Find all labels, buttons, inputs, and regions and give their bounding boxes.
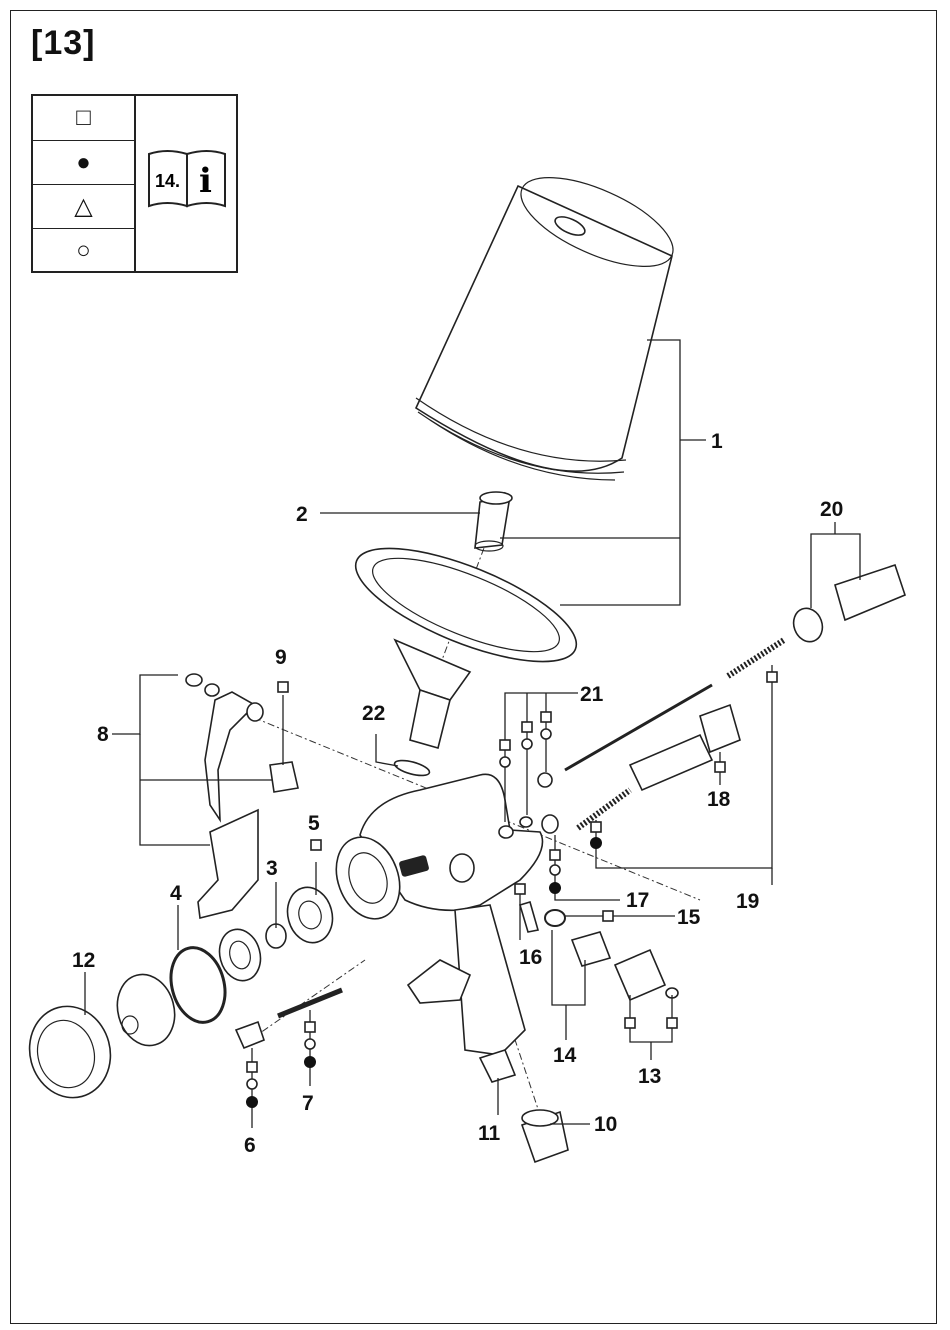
square-outline-icon (540, 711, 552, 723)
air-piston-rod (277, 987, 343, 1019)
seal-ring (393, 759, 431, 777)
nozzle (218, 928, 262, 982)
square-outline-icon (304, 1021, 316, 1033)
clip (478, 1049, 517, 1083)
circle-outline-icon (246, 1078, 258, 1090)
leader-14 (551, 930, 586, 1006)
filled-circle-icon (304, 1056, 316, 1068)
air-cap-ring (28, 1005, 112, 1099)
callout-19: 19 (736, 890, 759, 913)
manual-ref-label: 14. (155, 171, 180, 191)
air-cap (116, 973, 176, 1047)
needle-adjuster (628, 703, 741, 792)
callout-18: 18 (707, 788, 731, 811)
leader-21 (504, 692, 578, 822)
figure-title: [13] (31, 24, 96, 62)
circle-outline-icon (549, 864, 561, 876)
callout-6: 6 (244, 1134, 256, 1157)
callout-4: 4 (170, 882, 182, 905)
square-outline-icon (549, 849, 561, 861)
callout-1: 1 (711, 430, 723, 453)
callout-12: 12 (72, 949, 95, 972)
legend-symbol-column: □ ● △ ○ (33, 96, 136, 271)
filled-circle-icon (246, 1096, 258, 1108)
callout-22: 22 (362, 702, 385, 725)
callout-20: 20 (820, 498, 843, 521)
spring-pin (519, 901, 540, 933)
needle-packing-set (498, 772, 553, 839)
square-outline-icon (310, 839, 322, 851)
centerline-needle-axis (249, 959, 366, 1041)
square-outline-icon (246, 1061, 258, 1073)
square-outline-icon (602, 910, 614, 922)
adjusting-screw (792, 563, 906, 643)
cup-lid (354, 547, 578, 749)
square-outline-icon (514, 883, 526, 895)
info-icon: i (199, 161, 212, 201)
leader-8-upper (112, 674, 178, 735)
circle-outline-icon (304, 1038, 316, 1050)
legend-cell-circle: ○ (33, 228, 134, 272)
symbol-legend: □ ● △ ○ 14. i (31, 94, 238, 273)
callout-7: 7 (302, 1092, 314, 1115)
callout-11: 11 (478, 1122, 501, 1145)
leader-8-lower (139, 734, 210, 846)
circle-outline-icon (499, 756, 511, 768)
filled-circle-icon: ● (76, 148, 91, 176)
trigger (185, 673, 264, 919)
o-ring (169, 946, 227, 1024)
circle-outline-icon (540, 728, 552, 740)
callout-14: 14 (553, 1044, 577, 1067)
page-frame (10, 10, 937, 1324)
piston-plug (234, 1020, 265, 1050)
leader-22 (375, 734, 399, 767)
needle-seal (541, 814, 559, 834)
callout-21: 21 (580, 683, 604, 706)
callout-15: 15 (677, 906, 701, 929)
callout-3: 3 (266, 857, 278, 880)
needle-spring-set (564, 637, 786, 831)
baffle (286, 886, 334, 944)
air-connector (520, 1109, 569, 1164)
square-outline-icon (714, 761, 726, 773)
square-outline-icon (521, 721, 533, 733)
bushing (269, 761, 299, 793)
triangle-outline-icon: △ (74, 192, 93, 220)
o-ring-valve (544, 909, 566, 927)
callout-5: 5 (308, 812, 320, 835)
air-valve (570, 931, 612, 967)
square-outline-icon (624, 1017, 636, 1029)
callout-10: 10 (594, 1113, 617, 1136)
circle-outline-icon: ○ (76, 236, 91, 264)
circle-outline-icon (521, 738, 533, 750)
square-outline-icon (666, 1017, 678, 1029)
callout-8: 8 (97, 723, 109, 746)
legend-cell-square: □ (33, 96, 134, 140)
filled-circle-icon (590, 837, 602, 849)
callout-13: 13 (638, 1065, 661, 1088)
callout-17: 17 (626, 889, 649, 912)
callout-2: 2 (296, 503, 308, 526)
square-outline-icon (499, 739, 511, 751)
legend-cell-filled-circle: ● (33, 140, 134, 184)
air-micrometer (613, 948, 679, 1002)
leader-1 (560, 339, 681, 606)
callout-16: 16 (519, 946, 542, 969)
manual-book-icon: 14. i (147, 148, 229, 215)
leader-13 (629, 995, 673, 1043)
square-outline-icon (766, 671, 778, 683)
paint-cup (414, 177, 674, 481)
callout-9: 9 (275, 646, 287, 669)
filled-circle-icon (549, 882, 561, 894)
strainer (474, 491, 513, 552)
gun-body (335, 773, 544, 1056)
square-outline-icon (590, 821, 602, 833)
legend-cell-triangle: △ (33, 184, 134, 228)
square-outline-icon (277, 681, 289, 693)
square-outline-icon: □ (76, 104, 91, 131)
